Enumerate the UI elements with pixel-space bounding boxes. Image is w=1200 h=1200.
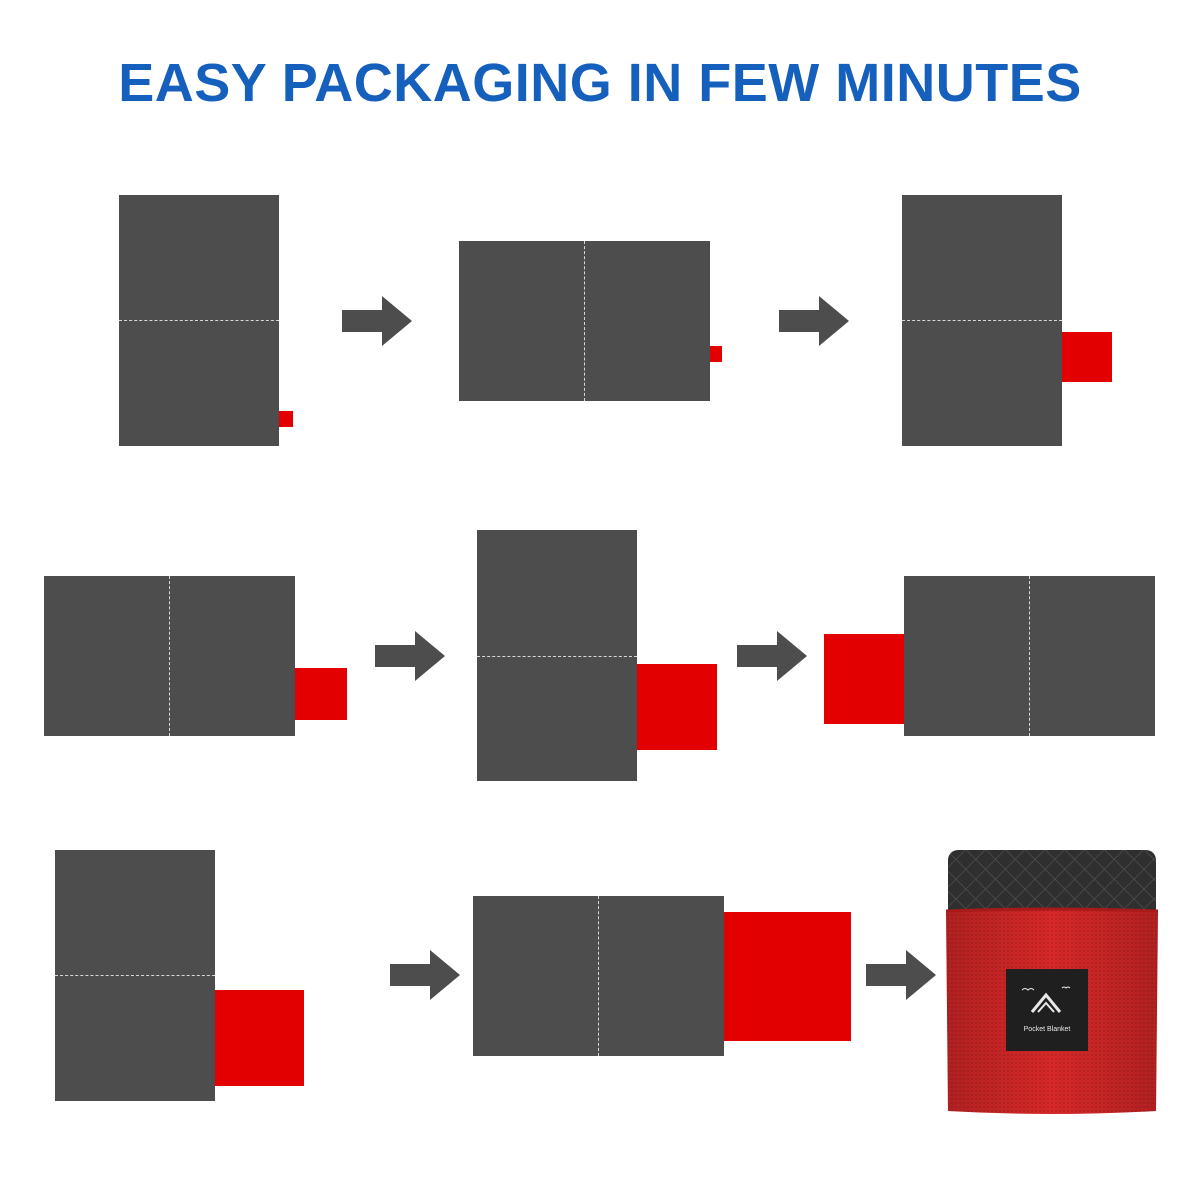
pouch-step-6 <box>824 634 904 724</box>
pouch-step-3 <box>1062 332 1112 382</box>
fold-line <box>902 320 1062 321</box>
fold-line <box>598 896 599 1056</box>
packed-blanket-pouch: Pocket Blanket <box>946 850 1158 1114</box>
fold-line <box>584 241 585 401</box>
fold-line <box>55 975 215 976</box>
mountain-logo-icon <box>1021 986 1071 1013</box>
fold-line <box>169 576 170 736</box>
right-arrow-icon <box>390 950 460 1000</box>
right-arrow-icon <box>342 296 412 346</box>
pouch-step-7 <box>215 990 304 1086</box>
pouch-step-8 <box>724 912 851 1041</box>
fold-line <box>477 656 637 657</box>
blanket-step-8 <box>473 896 724 1056</box>
pouch-step-4 <box>295 668 347 720</box>
fold-line <box>1029 576 1030 736</box>
fold-line <box>119 320 279 321</box>
blanket-step-7 <box>55 850 215 1101</box>
right-arrow-icon <box>737 631 807 681</box>
blanket-step-2 <box>459 241 710 401</box>
page-title: EASY PACKAGING IN FEW MINUTES <box>118 53 1082 113</box>
blanket-step-5 <box>477 530 637 781</box>
pouch-step-2 <box>710 346 722 362</box>
right-arrow-icon <box>779 296 849 346</box>
blanket-step-3 <box>902 195 1062 446</box>
product-label-text: Pocket Blanket <box>1024 1026 1071 1033</box>
blanket-step-1 <box>119 195 279 446</box>
blanket-step-4 <box>44 576 295 736</box>
pouch-step-1 <box>279 411 293 427</box>
right-arrow-icon <box>375 631 445 681</box>
blanket-step-6 <box>904 576 1155 736</box>
pouch-step-5 <box>637 664 717 750</box>
right-arrow-icon <box>866 950 936 1000</box>
